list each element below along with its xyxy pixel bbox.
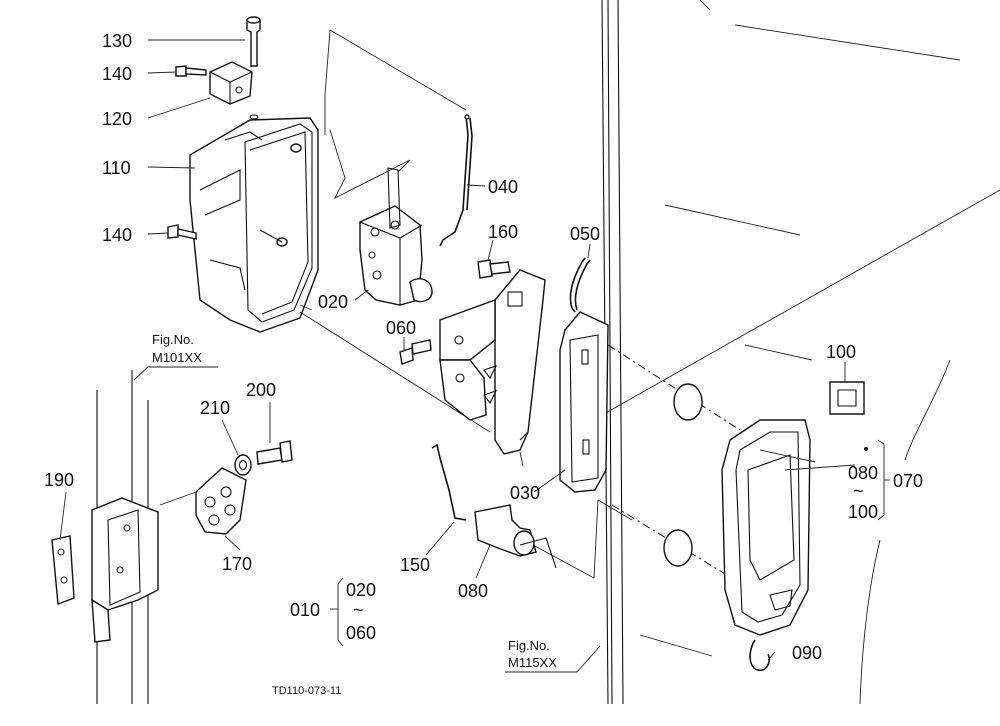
label-090: 090 [792, 643, 822, 663]
label-100-range-end: 100 [848, 502, 878, 522]
part-090-clip [749, 639, 771, 672]
fig-ref-2-title: Fig.No. [508, 638, 550, 653]
door-panel-lines [96, 0, 1000, 705]
label-150: 150 [400, 555, 430, 575]
label-170: 170 [222, 554, 252, 574]
label-080-range-start: 080 [848, 463, 878, 483]
label-120: 120 [102, 109, 132, 129]
drawing-code: TD110-073-11 [272, 685, 341, 697]
part-060-screw [399, 339, 432, 365]
label-100: 100 [826, 342, 856, 362]
label-060: 060 [386, 318, 416, 338]
part-080-cylinder [474, 504, 557, 569]
part-210-washer [234, 454, 252, 476]
label-210: 210 [200, 398, 230, 418]
label-leaders [59, 39, 856, 661]
label-070: 070 [893, 471, 923, 491]
label-130: 130 [102, 31, 132, 51]
label-080-cylinder: 080 [458, 581, 488, 601]
label-010: 010 [290, 600, 320, 620]
label-020-range-start: 020 [346, 580, 376, 600]
part-200-bolt [256, 440, 293, 465]
label-140-lower: 140 [102, 225, 132, 245]
label-060-range-end: 060 [346, 623, 376, 643]
part-150-rod [431, 443, 467, 521]
part-100-gasket [829, 381, 865, 415]
label-tilde-010: ~ [353, 600, 364, 620]
part-030-bracket [439, 269, 546, 455]
fig-ref-1-code: M101XX [152, 350, 202, 365]
label-tilde-070: ~ [853, 481, 864, 501]
part-020-latch [359, 167, 433, 306]
part-labels: 130 140 120 110 140 040 160 050 020 060 … [44, 31, 923, 663]
part-070-outer-handle [663, 383, 811, 636]
part-030-long-plate [559, 311, 609, 493]
label-050: 050 [570, 224, 600, 244]
frame-bracket [91, 497, 159, 643]
part-190-plate [51, 535, 75, 605]
label-200: 200 [246, 380, 276, 400]
part-170-striker [159, 467, 247, 535]
label-020: 020 [318, 292, 348, 312]
part-040-rod [439, 114, 473, 247]
dot-marker [864, 447, 868, 451]
label-160: 160 [488, 222, 518, 242]
label-140-top: 140 [102, 64, 132, 84]
fig-ref-1-title: Fig.No. [152, 332, 194, 347]
figure-references: Fig.No. M101XX Fig.No. M115XX [152, 332, 557, 670]
part-120-block [209, 61, 253, 105]
fig-ref-2-code: M115XX [508, 655, 557, 670]
part-050-spring [569, 257, 591, 313]
part-140-screw-lower [167, 224, 197, 240]
part-130-pin [246, 16, 261, 67]
label-190: 190 [44, 470, 74, 490]
part-110-housing [189, 114, 319, 333]
label-110: 110 [102, 158, 131, 178]
label-040: 040 [488, 177, 518, 197]
part-160-bolt [477, 259, 511, 279]
fig-ref-leaders [133, 366, 601, 673]
label-030: 030 [510, 483, 540, 503]
part-140-screw-top [175, 65, 207, 77]
group-brackets [330, 439, 890, 647]
